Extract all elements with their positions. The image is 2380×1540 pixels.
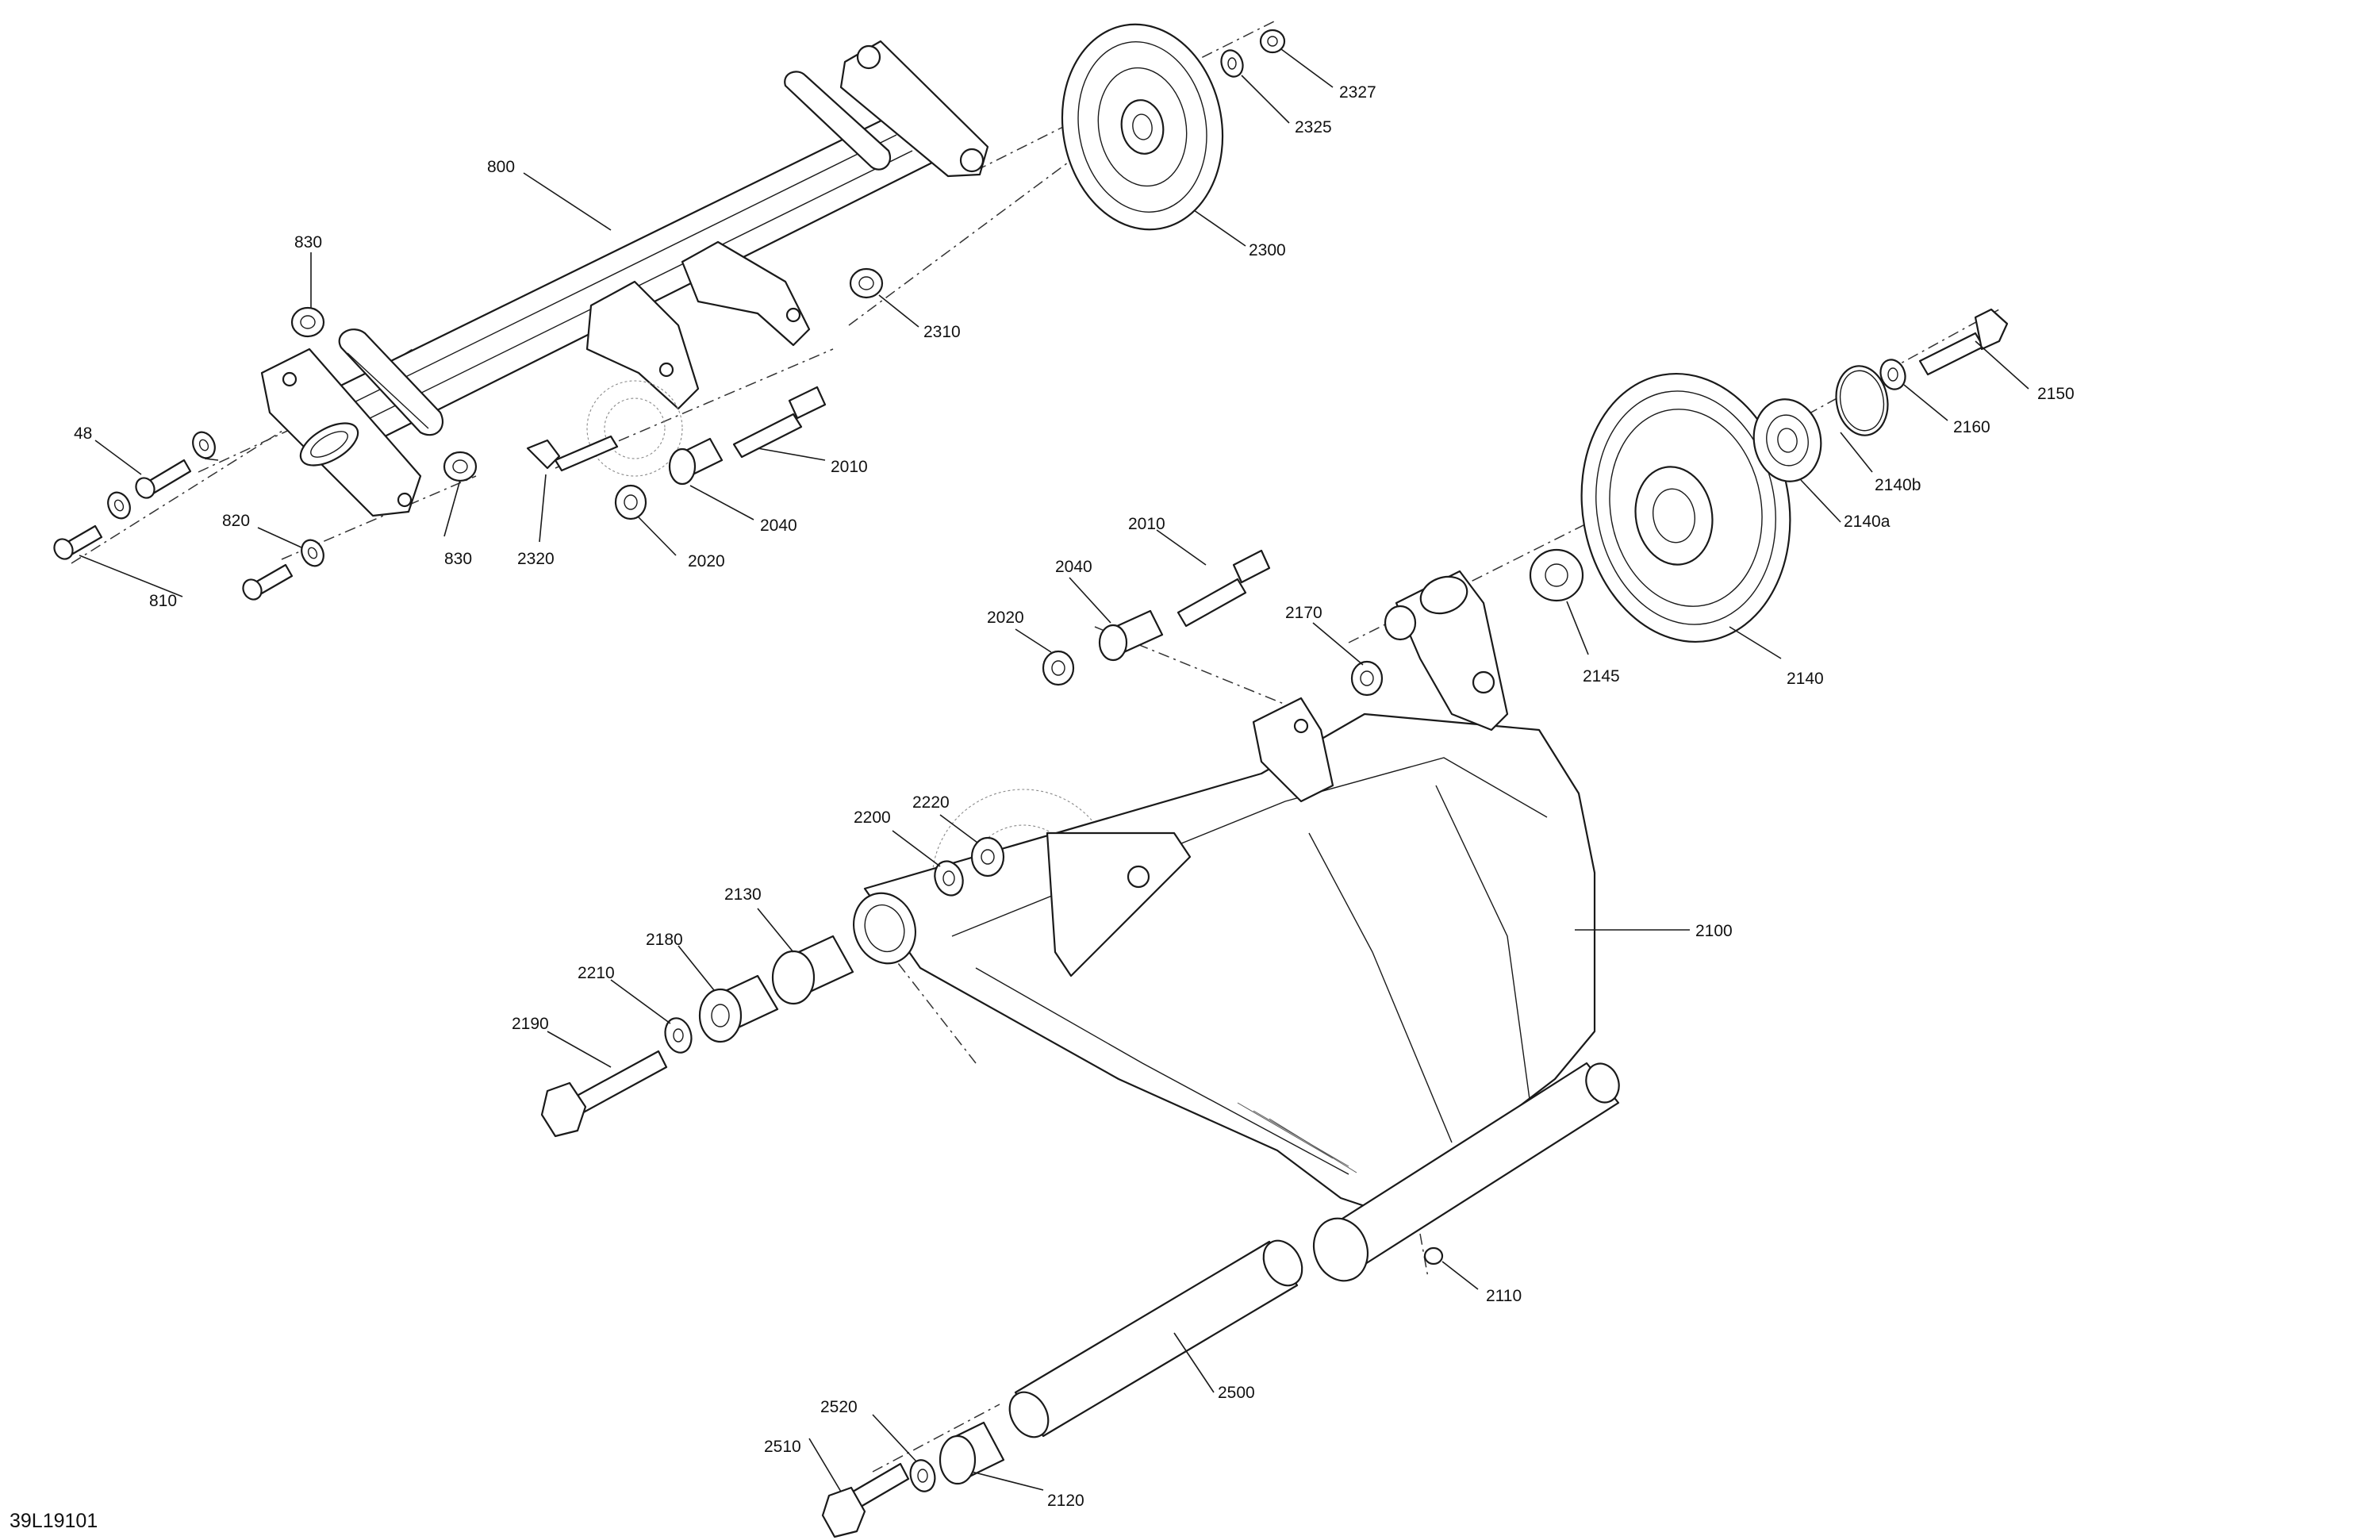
- callout-800: 800: [487, 158, 515, 176]
- rear-arm-hardware: [540, 308, 2009, 1538]
- spacer-2145: [1529, 548, 1584, 602]
- callout-820: 820: [222, 512, 250, 530]
- callout-2320: 2320: [517, 550, 555, 568]
- callout-2130: 2130: [724, 885, 762, 904]
- callout-2310: 2310: [923, 323, 961, 341]
- callout-2040-lower: 2040: [1055, 558, 1092, 576]
- screw-810: [53, 524, 294, 601]
- spacer-2040-lower: [1098, 609, 1164, 662]
- callout-2170: 2170: [1285, 604, 1322, 622]
- callout-830-bottom: 830: [444, 550, 472, 568]
- callout-2327: 2327: [1339, 83, 1376, 102]
- spacer-2310: [849, 267, 884, 299]
- callout-2160: 2160: [1953, 418, 1990, 436]
- callout-2210: 2210: [578, 964, 615, 982]
- bushing-2180: [698, 974, 779, 1043]
- callout-2190: 2190: [512, 1015, 549, 1033]
- washer-2210: [664, 1017, 693, 1054]
- callout-2145: 2145: [1583, 667, 1620, 686]
- nut-2220: [970, 836, 1005, 878]
- washer-2160: [1879, 359, 1906, 390]
- shaft-2500: [1008, 1239, 1303, 1438]
- assembly-center-lines: [71, 19, 2000, 1473]
- callout-2020-upper: 2020: [688, 552, 725, 570]
- washer-820: [107, 431, 324, 567]
- drawing-code: 39L19101: [10, 1510, 98, 1532]
- callout-810: 810: [149, 592, 177, 610]
- bearing-2140a: [1752, 398, 1822, 482]
- washer-2520: [909, 1459, 936, 1492]
- idler-wheel-2140: [1580, 372, 1791, 643]
- callout-2040-upper: 2040: [760, 517, 797, 535]
- nut-830-top: [290, 306, 325, 338]
- bolt-2150: [1918, 308, 2009, 376]
- callout-2110: 2110: [1486, 1287, 1522, 1305]
- bolt-2010-lower: [1177, 549, 1271, 628]
- nut-2020-upper: [614, 484, 647, 520]
- bushing-2120: [939, 1421, 1005, 1485]
- cross-bar-assembly: [53, 23, 1286, 601]
- callout-2140: 2140: [1787, 670, 1824, 688]
- rear-arm-assembly: [853, 570, 1620, 1282]
- callout-2140b: 2140b: [1875, 476, 1921, 494]
- bushing-2130: [771, 935, 854, 1005]
- callout-leader-lines: [79, 48, 2029, 1492]
- callout-48: 48: [74, 424, 92, 443]
- bolt-2510: [821, 1462, 910, 1538]
- bolt-2320: [526, 435, 619, 472]
- callout-2140a: 2140a: [1844, 513, 1891, 531]
- callout-2150: 2150: [2037, 385, 2075, 403]
- callout-2010-upper: 2010: [831, 458, 868, 476]
- nut-2170: [1350, 605, 1417, 697]
- callout-830-top: 830: [294, 233, 322, 252]
- callout-labels: 800 830 830 48 820 810 2320 2020 2040 20…: [10, 83, 2075, 1532]
- callout-2010-lower: 2010: [1128, 515, 1165, 533]
- nut-830-bottom: [443, 451, 478, 482]
- nut-2327: [1259, 29, 1286, 54]
- nut-2020-lower: [1042, 650, 1075, 686]
- callout-2510: 2510: [764, 1438, 801, 1456]
- callout-2300: 2300: [1249, 241, 1286, 259]
- washer-2325: [1220, 49, 1244, 78]
- spacer-2040-upper: [668, 437, 724, 486]
- callout-2020-lower: 2020: [987, 609, 1024, 627]
- bolt-2190: [540, 1050, 668, 1138]
- callout-2500: 2500: [1218, 1384, 1255, 1402]
- callout-2200: 2200: [854, 808, 891, 827]
- callout-2100: 2100: [1695, 922, 1733, 940]
- screw-48: [135, 459, 192, 499]
- idler-wheel-2300: [1061, 23, 1224, 231]
- callout-2120: 2120: [1047, 1492, 1084, 1510]
- grease-fitting-2110: [1423, 1246, 1444, 1265]
- retaining-ring-2140b: [1835, 365, 1889, 436]
- callout-2220: 2220: [912, 793, 950, 812]
- callout-2520: 2520: [820, 1398, 858, 1416]
- callout-2325: 2325: [1295, 118, 1332, 136]
- callout-2180: 2180: [646, 931, 683, 949]
- washer-2200: [934, 860, 964, 897]
- bolt-2010-upper: [732, 386, 827, 459]
